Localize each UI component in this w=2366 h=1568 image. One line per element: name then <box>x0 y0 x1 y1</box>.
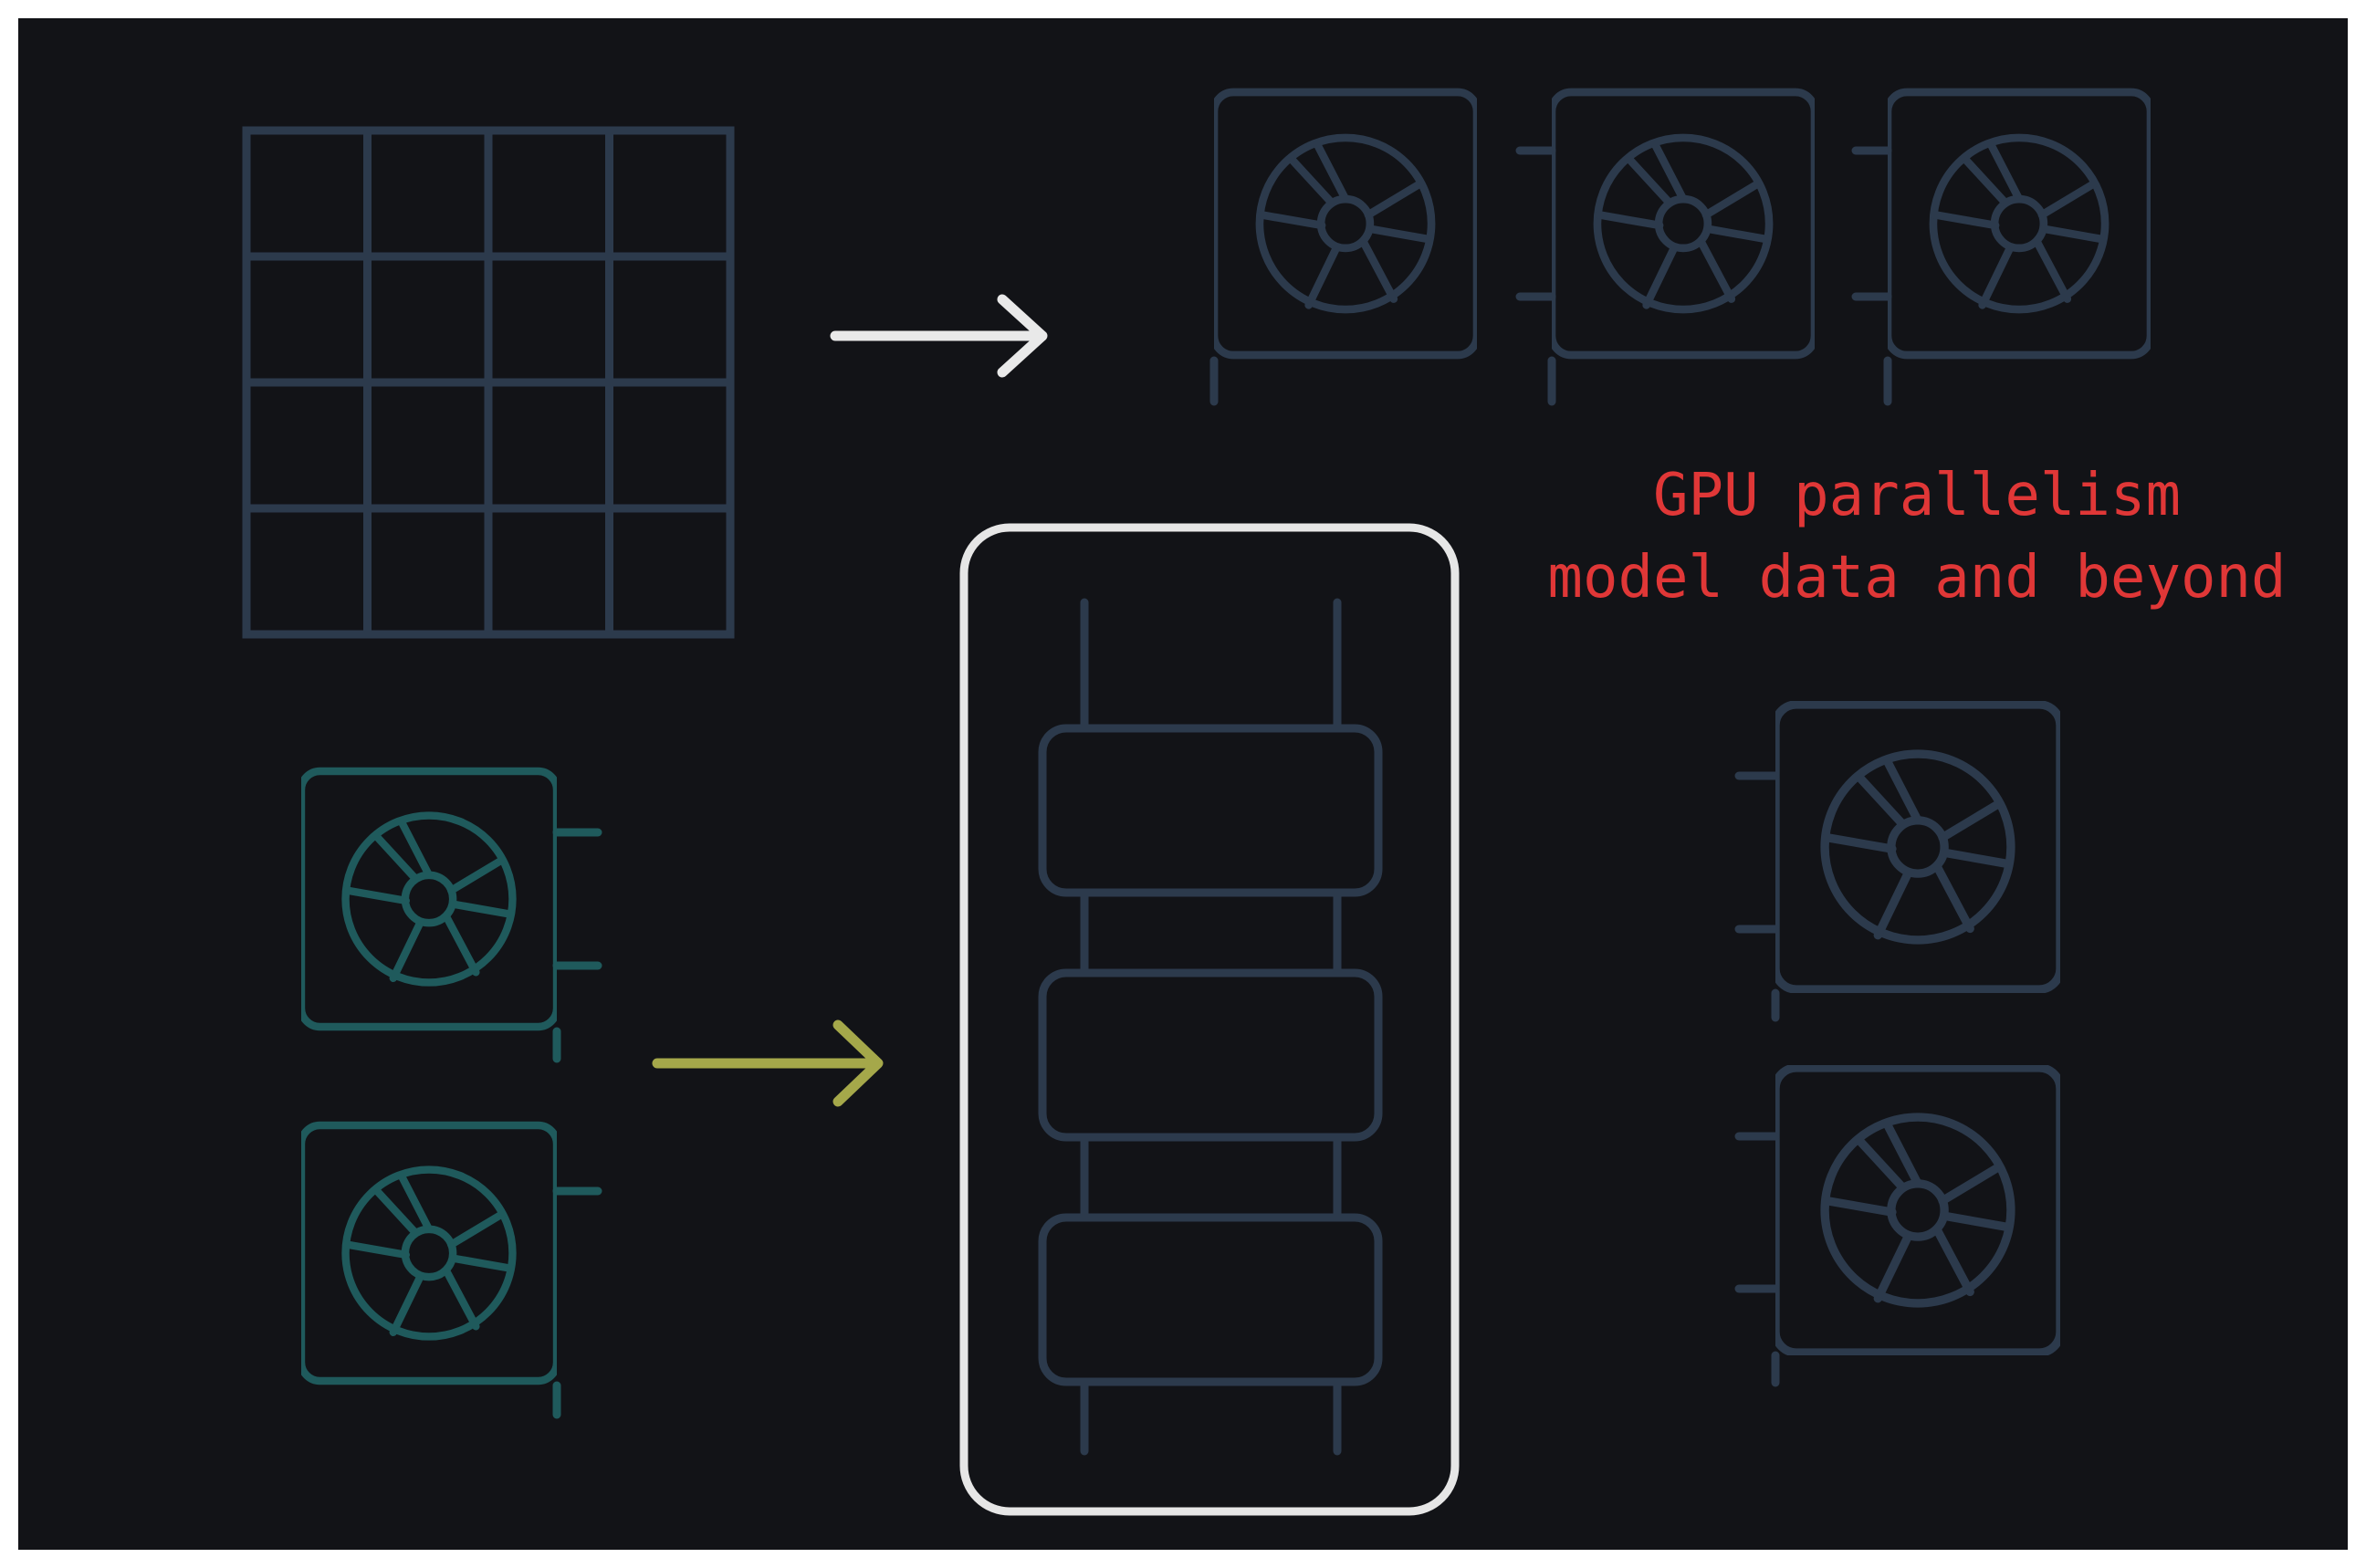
arrow-right-icon <box>652 1019 884 1107</box>
gpu-group-top <box>1209 92 2151 406</box>
gpu-card-icon <box>1734 705 2060 1022</box>
gpu-card-icon <box>301 1125 602 1419</box>
gpu-card-icon <box>1734 1068 2060 1387</box>
data-grid-icon <box>242 126 735 639</box>
pipeline-stage-block <box>1038 968 1383 1142</box>
pipeline-frame <box>959 523 1460 1516</box>
arrow-right-icon <box>830 294 1048 378</box>
pipeline-stack-icon <box>959 523 1460 1516</box>
gpu-card-icon <box>301 771 602 1063</box>
caption-line-1: GPU parallelism <box>1653 462 2181 529</box>
gpu-card-icon <box>1515 92 1815 406</box>
gpu-group-left <box>301 771 602 1419</box>
gpu-card-icon <box>1851 92 2151 406</box>
caption-line-2: model data and beyond <box>1547 544 2287 612</box>
pipeline-stage-block <box>1038 1213 1383 1386</box>
gpu-group-right <box>1734 705 2060 1387</box>
pipeline-stage-block <box>1038 724 1383 897</box>
gpu-card-icon <box>1209 92 1477 406</box>
